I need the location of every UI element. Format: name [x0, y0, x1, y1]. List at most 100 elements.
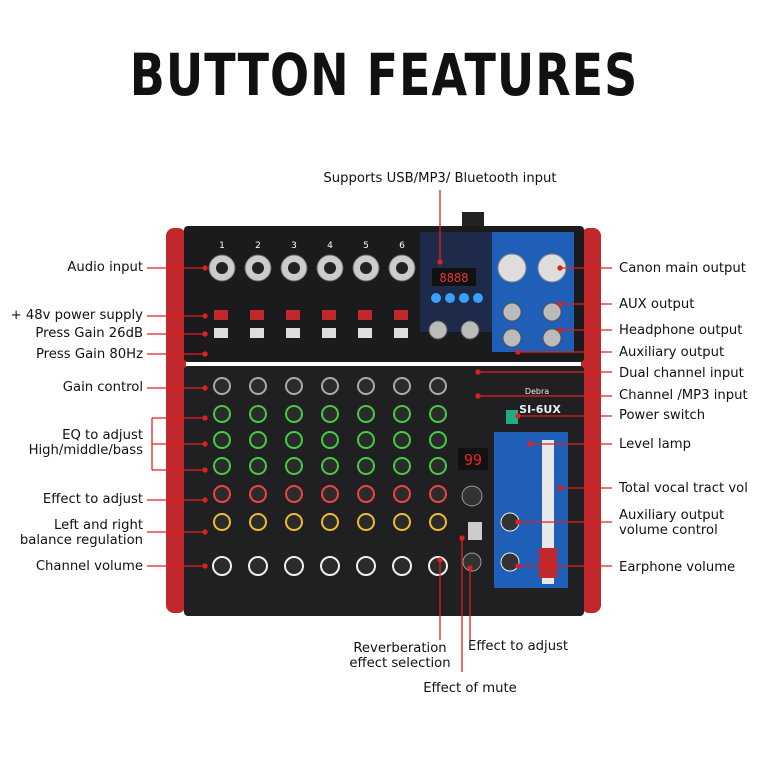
gain-26db-button	[286, 328, 300, 338]
gain-26db-button	[250, 328, 264, 338]
xlr-left	[497, 253, 527, 283]
program-knob	[461, 485, 483, 507]
label-level-lamp: Level lamp	[619, 437, 691, 452]
channel-knob	[357, 377, 375, 395]
label-power-switch: Power switch	[619, 408, 706, 423]
combo-input-core	[216, 262, 228, 274]
phones-level-knob	[500, 552, 520, 572]
master-fader-knob	[539, 548, 557, 578]
channel-knob	[429, 485, 447, 503]
channel-knob	[321, 513, 339, 531]
phantom-48v-button	[250, 310, 264, 320]
label-eq-2: High/middle/bass	[28, 443, 143, 458]
channel-knob	[249, 485, 267, 503]
fx-rtn-knob	[462, 552, 482, 572]
label-usb: Supports USB/MP3/ Bluetooth input	[323, 171, 557, 186]
label-total-vocal: Total vocal tract vol	[619, 481, 748, 496]
channel-knob	[249, 513, 267, 531]
channel-knob	[213, 377, 231, 395]
combo-input-core	[324, 262, 336, 274]
label-audio-input: Audio input	[67, 260, 143, 275]
label-aux-vol-1: Auxiliary output	[619, 508, 725, 523]
channel-knob	[357, 457, 375, 475]
label-canon: Canon main output	[619, 261, 746, 276]
channel-knob	[393, 405, 411, 423]
right-side-panel	[581, 228, 601, 613]
top-connector	[462, 212, 484, 228]
left-side-panel	[166, 228, 186, 613]
channel-number: 2	[255, 241, 261, 251]
fx-display-text: 99	[464, 451, 482, 469]
channel-number: 5	[363, 241, 369, 251]
phones-jack	[542, 328, 562, 348]
channel-volume-knob	[248, 556, 268, 576]
channel-knob	[429, 405, 447, 423]
page-title: BUTTON FEATURES	[129, 41, 639, 109]
fx-send-jack	[542, 302, 562, 322]
label-balance-2: balance regulation	[19, 533, 143, 548]
label-balance-1: Left and right	[54, 518, 143, 533]
label-channel-volume: Channel volume	[35, 559, 143, 574]
label-channel-mp3: Channel /MP3 input	[619, 388, 748, 403]
label-auxiliary-out: Auxiliary output	[619, 345, 725, 360]
channel-volume-knob	[320, 556, 340, 576]
channel-knob	[285, 485, 303, 503]
label-effect-mute: Effect of mute	[423, 681, 517, 696]
label-dual-channel: Dual channel input	[619, 366, 744, 381]
combo-input-core	[396, 262, 408, 274]
aux-jack	[502, 328, 522, 348]
gain-26db-button	[322, 328, 336, 338]
label-headphone: Headphone output	[619, 323, 743, 338]
combo-input-core	[288, 262, 300, 274]
svg-text:Debra: Debra	[525, 387, 549, 396]
channel-knob	[393, 457, 411, 475]
channel-knob	[393, 513, 411, 531]
svg-text:SI-6UX: SI-6UX	[519, 403, 561, 416]
channel-knob	[429, 431, 447, 449]
channel-number: 4	[327, 241, 333, 251]
label-earphone-vol: Earphone volume	[619, 560, 736, 575]
channel-knob	[357, 485, 375, 503]
channel-knob	[213, 405, 231, 423]
label-effect-adjust-bottom: Effect to adjust	[468, 639, 569, 654]
monitor-jack	[502, 302, 522, 322]
channel-knob	[321, 377, 339, 395]
channel-knob	[393, 377, 411, 395]
channel-knob	[357, 405, 375, 423]
fx-display	[458, 448, 488, 470]
channel-knob	[285, 405, 303, 423]
phantom-48v-button	[322, 310, 336, 320]
gain-26db-button	[358, 328, 372, 338]
player-display-text: 8888	[440, 271, 469, 285]
channel-knob	[429, 513, 447, 531]
channel-volume-knob	[212, 556, 232, 576]
channel-knob	[213, 457, 231, 475]
channel-knob	[321, 405, 339, 423]
label-aux-out: AUX output	[619, 297, 695, 312]
phantom-48v-button	[394, 310, 408, 320]
power-switch	[506, 410, 518, 424]
channel-knob	[429, 377, 447, 395]
channel-knob	[285, 377, 303, 395]
label-gain26: Press Gain 26dB	[35, 326, 143, 341]
channel-volume-knob	[428, 556, 448, 576]
channel-knob	[213, 485, 231, 503]
mute-button	[468, 522, 482, 540]
line-in-right	[460, 320, 480, 340]
label-reverb-2: effect selection	[349, 656, 451, 671]
channel-volume-knob	[284, 556, 304, 576]
combo-input-core	[252, 262, 264, 274]
channel-knob	[285, 431, 303, 449]
channel-knob	[357, 431, 375, 449]
channel-knob	[249, 457, 267, 475]
channel-knob	[393, 485, 411, 503]
gain-26db-button	[214, 328, 228, 338]
channel-volume-knob	[356, 556, 376, 576]
label-48v: + 48v power supply	[10, 308, 143, 323]
phantom-48v-button	[286, 310, 300, 320]
channel-knob	[321, 457, 339, 475]
label-reverb-1: Reverberation	[353, 641, 447, 656]
label-aux-vol-2: volume control	[619, 523, 718, 538]
